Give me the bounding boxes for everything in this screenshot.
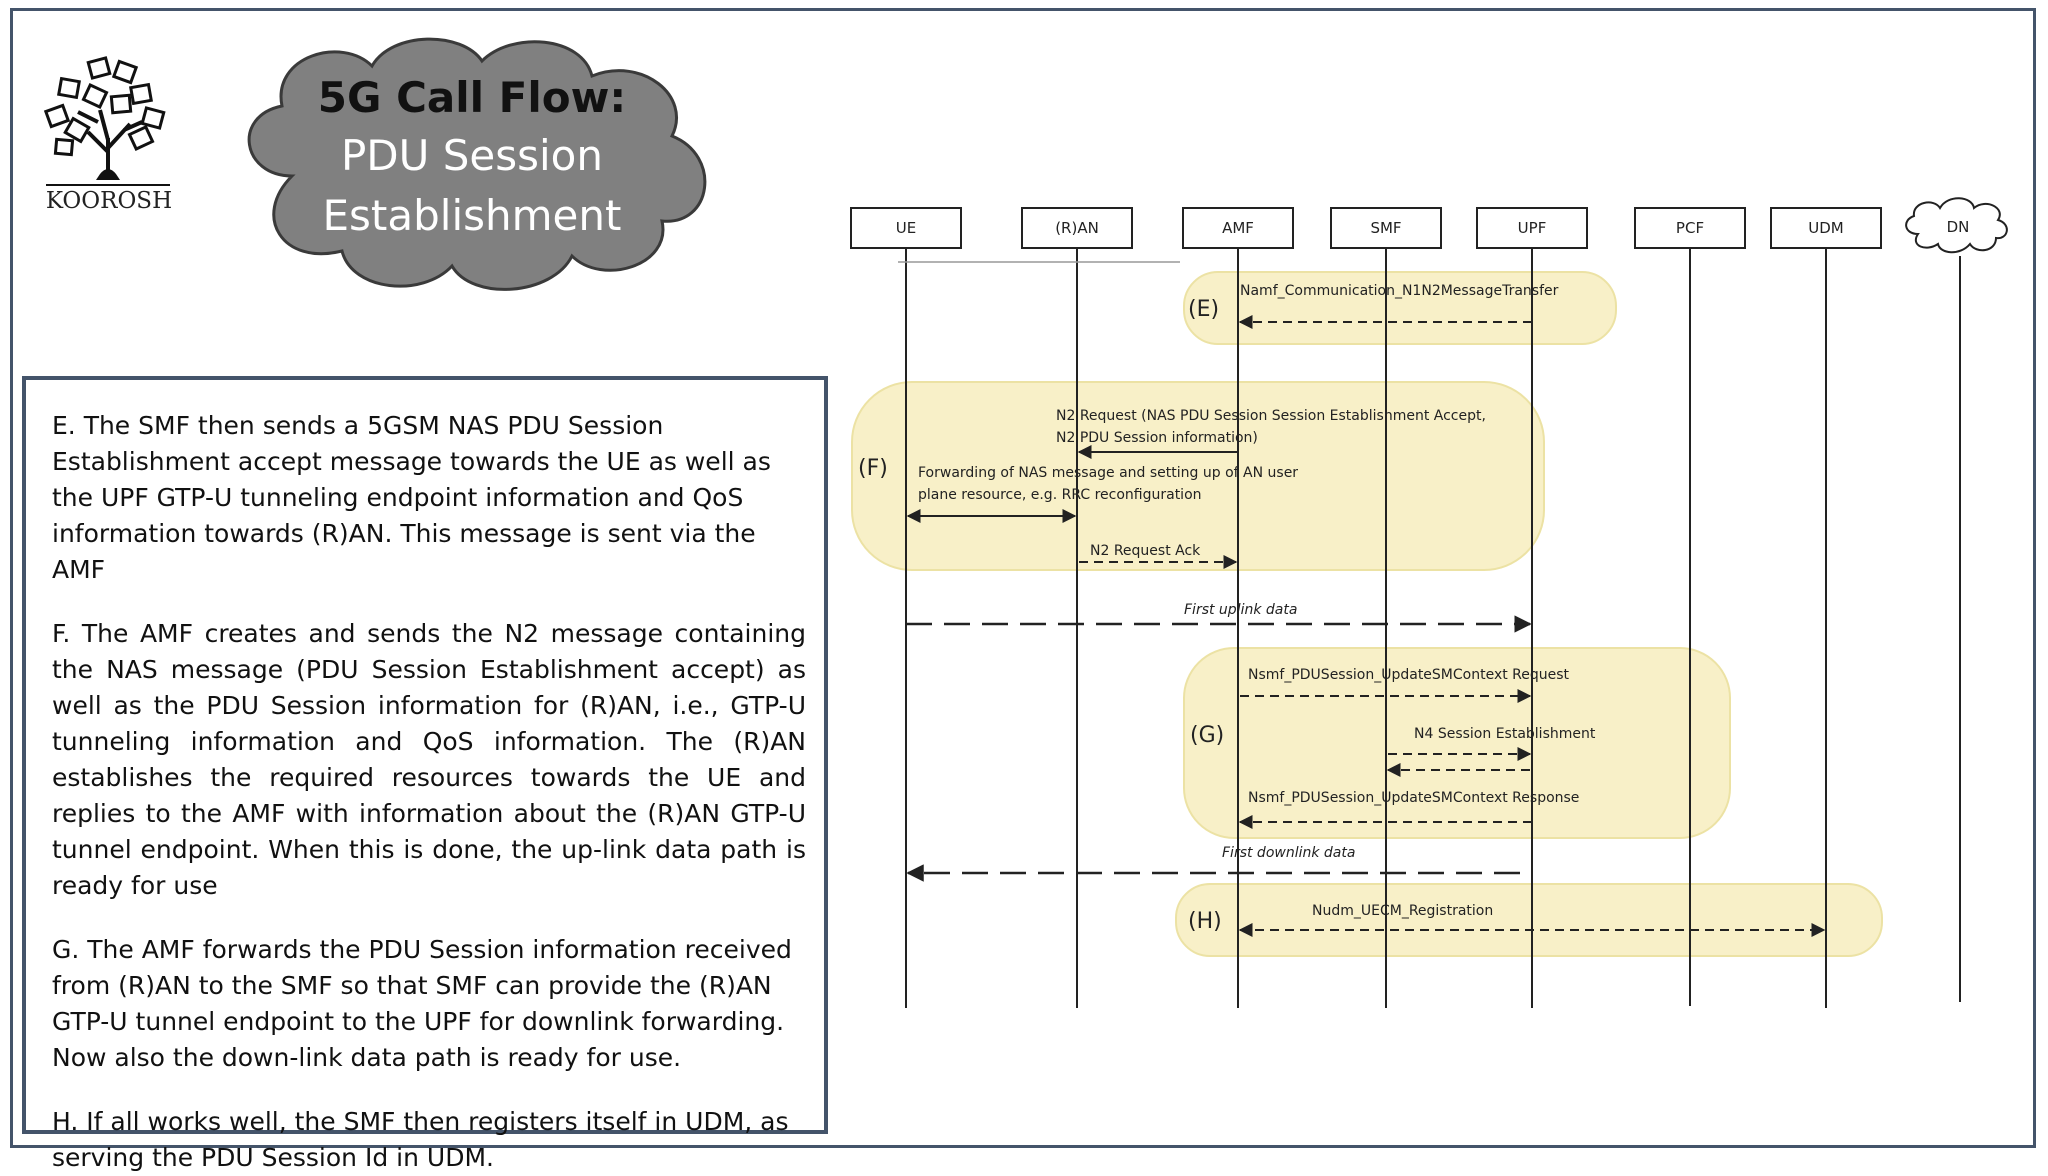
slide-frame <box>10 8 2036 1148</box>
msg-f1-label-b: N2 PDU Session information) <box>1056 430 1258 446</box>
entity-cloud-dn <box>1905 197 2008 254</box>
paragraph-f: F. The AMF creates and sends the N2 mess… <box>52 619 806 900</box>
entity-label-amf: AMF <box>1222 219 1254 237</box>
group-label-e: (E) <box>1188 297 1219 322</box>
group-label-g: (G) <box>1190 723 1224 748</box>
title-block: 5G Call Flow: PDU Session Establishment <box>262 70 682 246</box>
entity-box-pcf <box>1634 207 1746 249</box>
entity-label-dn: DN <box>1947 218 1970 236</box>
group-label-h: (H) <box>1188 909 1222 934</box>
msg-uplink-label: First uplink data <box>1184 602 1297 618</box>
entity-box-ue <box>850 207 962 249</box>
entity-box-ran <box>1021 207 1133 249</box>
entity-label-udm: UDM <box>1808 219 1843 237</box>
group-f-box <box>851 381 1545 571</box>
entity-label-ran: (R)AN <box>1055 219 1099 237</box>
entity-box-upf <box>1476 207 1588 249</box>
entity-box-amf <box>1182 207 1294 249</box>
sequence-diagram: UE (R)AN AMF SMF UPF PCF UDM DN (E) (F) … <box>850 197 2008 1008</box>
entity-label-pcf: PCF <box>1676 219 1704 237</box>
entity-label-smf: SMF <box>1370 219 1401 237</box>
title-line-3: Establishment <box>322 191 622 240</box>
paragraph-e: E. The SMF then sends a 5GSM NAS PDU Ses… <box>52 411 771 584</box>
group-h-box <box>1175 883 1883 957</box>
msg-g3-label: Nsmf_PDUSession_UpdateSMContext Response <box>1248 790 1579 806</box>
msg-downlink-label: First downlink data <box>1222 845 1355 861</box>
group-label-f: (F) <box>858 456 888 481</box>
msg-g2-label: N4 Session Establishment <box>1414 726 1596 742</box>
title-line-2: PDU Session <box>340 131 603 180</box>
title-line-1: 5G Call Flow: <box>317 73 627 122</box>
group-e-box <box>1183 271 1617 345</box>
msg-f1-label-a: N2 Request (NAS PDU Session Session Esta… <box>1056 408 1486 424</box>
entity-box-udm <box>1770 207 1882 249</box>
msg-g1-label: Nsmf_PDUSession_UpdateSMContext Request <box>1248 667 1570 683</box>
entity-label-ue: UE <box>896 219 916 237</box>
msg-f2-label-b: plane resource, e.g. RRC reconfiguration <box>918 487 1202 503</box>
logo-wordmark: KOOROSH <box>45 188 173 214</box>
msg-h1-label: Nudm_UECM_Registration <box>1312 903 1493 919</box>
paragraph-h: H. If all works well, the SMF then regis… <box>52 1107 789 1172</box>
title-cloud-shape <box>247 37 707 291</box>
msg-e1-label: Namf_Communication_N1N2MessageTransfer <box>1240 283 1559 299</box>
entity-box-smf <box>1330 207 1442 249</box>
explanation-panel: E. The SMF then sends a 5GSM NAS PDU Ses… <box>22 376 828 1172</box>
msg-f3-label: N2 Request Ack <box>1090 543 1201 559</box>
tree-logo-icon <box>43 56 170 186</box>
msg-f2-label-a: Forwarding of NAS message and setting up… <box>918 465 1298 481</box>
paragraph-g: G. The AMF forwards the PDU Session info… <box>52 935 792 1072</box>
entity-label-upf: UPF <box>1518 219 1547 237</box>
